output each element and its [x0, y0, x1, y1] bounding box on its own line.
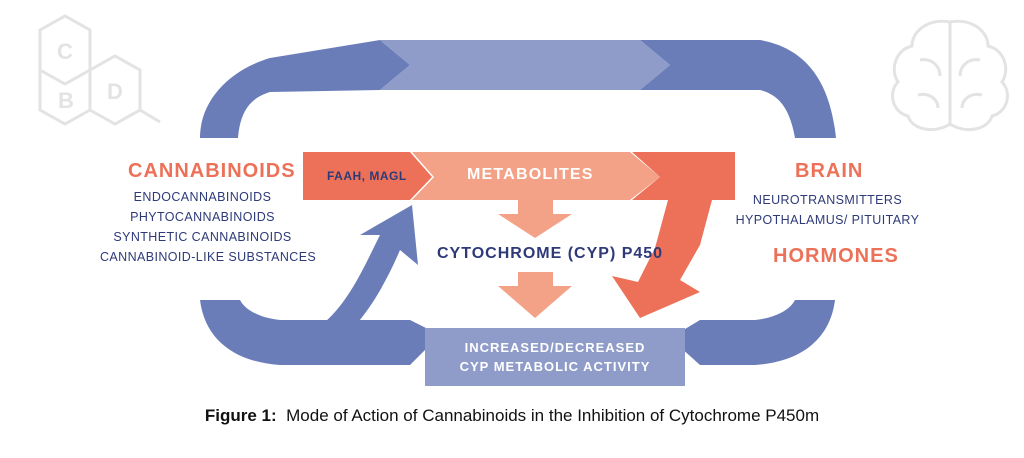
cbd-letter-c: C [57, 39, 73, 64]
bottom-left-arrow [200, 300, 440, 365]
activity-line-1: INCREASED/DECREASED [464, 340, 646, 355]
cytochrome-label: CYTOCHROME (CYP) P450 [437, 245, 664, 262]
top-loop-arrow [200, 40, 410, 138]
metabolites-arrow [412, 152, 660, 200]
bottom-right-arrow [670, 300, 835, 365]
caption-prefix: Figure 1: [204, 406, 277, 425]
faah-arrow [303, 152, 432, 200]
activity-label: INCREASED/DECREASED CYP METABOLIC ACTIVI… [425, 338, 685, 376]
metabolites-label: METABOLITES [467, 166, 594, 183]
cyp-down-arrow [498, 272, 572, 318]
list-item: CANNABINOID-LIKE SUBSTANCES [100, 250, 317, 264]
list-item: ENDOCANNABINOIDS [133, 190, 272, 204]
faah-magl-label: FAAH, MAGL [327, 169, 407, 183]
brain-heading: BRAIN [795, 160, 864, 182]
list-item: SYNTHETIC CANNABINOIDS [113, 230, 292, 244]
hormones-heading: HORMONES [773, 245, 899, 267]
rising-blue-arrow [325, 205, 418, 340]
cbd-molecule-icon [38, 14, 161, 126]
top-right-arrow [640, 40, 836, 138]
list-item: NEUROTRANSMITTERS [752, 193, 903, 207]
list-item: HYPOTHALAMUS/ PITUITARY [735, 213, 920, 227]
caption-text: Mode of Action of Cannabinoids in the In… [286, 406, 820, 425]
cbd-letter-b: B [58, 88, 74, 113]
cbd-letter-d: D [107, 79, 123, 104]
metabolites-down-arrow [498, 200, 572, 238]
list-item: PHYTOCANNABINOIDS [130, 210, 275, 224]
right-down-arrow [612, 152, 735, 318]
top-middle-arrow [380, 40, 670, 90]
cannabinoids-heading: CANNABINOIDS [128, 160, 296, 182]
cannabinoid-types-list: ENDOCANNABINOIDS PHYTOCANNABINOIDS SYNTH… [100, 187, 317, 267]
figure-caption: Figure 1: Mode of Action of Cannabinoids… [0, 406, 1024, 426]
brain-items-list: NEUROTRANSMITTERS HYPOTHALAMUS/ PITUITAR… [735, 190, 920, 230]
brain-icon [891, 19, 1009, 132]
activity-box [425, 328, 685, 386]
activity-line-2: CYP METABOLIC ACTIVITY [459, 359, 651, 374]
